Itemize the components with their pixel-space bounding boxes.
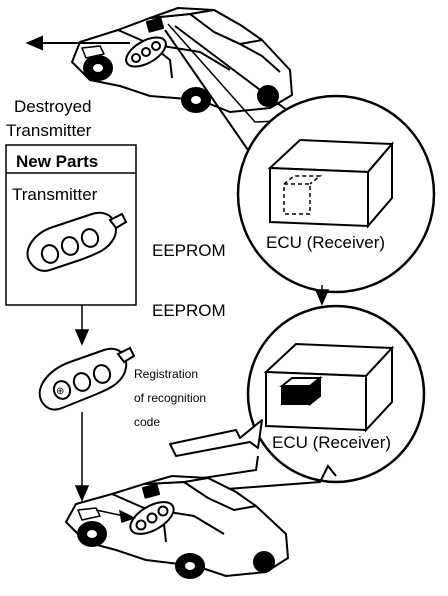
upper-ecu-box — [267, 138, 395, 229]
ecu-to-ecu-arrow — [314, 285, 330, 306]
registration-label-line1: Registration — [134, 367, 198, 381]
eeprom-label-lower: EEPROM — [152, 301, 226, 320]
box-to-fob-arrow — [74, 305, 90, 346]
new-parts-box: New Parts Transmitter — [5, 144, 137, 306]
upper-ecu-callout: ECU (Receiver) — [164, 23, 436, 294]
registration-signal-arrow — [169, 419, 263, 457]
transmitter-label: Transmitter — [12, 185, 98, 204]
destroyed-label-line2: Transmitter — [6, 121, 92, 140]
new-transmitter-fob — [26, 211, 128, 272]
top-car-key-fob — [125, 36, 167, 68]
svg-text:⊕: ⊕ — [56, 386, 64, 397]
discard-arrow — [25, 35, 130, 51]
bottom-car-key-fob — [129, 501, 175, 535]
lower-ecu-box — [263, 342, 395, 433]
upper-ecu-label: ECU (Receiver) — [266, 233, 385, 252]
top-car — [71, 7, 293, 113]
registration-label-line2: of recognition — [134, 391, 206, 405]
bottom-car-insert-arrow — [95, 509, 136, 523]
new-parts-title: New Parts — [16, 152, 98, 171]
destroyed-label-line1: Destroyed — [14, 97, 91, 116]
lower-ecu-callout: ECU (Receiver) — [246, 304, 426, 484]
bottom-car — [65, 475, 289, 579]
eeprom-label-upper: EEPROM — [152, 241, 226, 260]
registration-label-line3: code — [134, 415, 160, 429]
registering-fob: ⊕ — [38, 346, 136, 411]
lower-ecu-label: ECU (Receiver) — [272, 433, 391, 452]
fob-to-car-line — [74, 412, 90, 502]
